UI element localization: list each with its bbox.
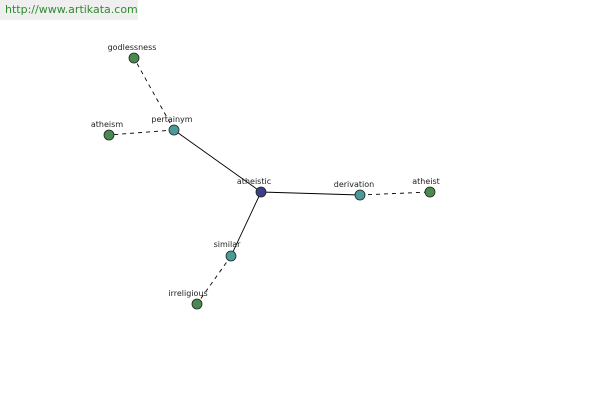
edge-atheistic-similar	[230, 191, 262, 257]
edge-similar-irreligious	[196, 255, 232, 305]
edge-atheistic-pertainym	[173, 129, 262, 193]
node-label-pertainym: pertainym	[151, 115, 192, 124]
node-derivation[interactable]	[354, 189, 366, 201]
node-similar[interactable]	[225, 250, 237, 262]
node-label-irreligious: irreligious	[168, 289, 207, 298]
node-pertainym[interactable]	[168, 124, 180, 136]
node-irreligious[interactable]	[191, 298, 203, 310]
node-label-similar: similar	[214, 240, 242, 249]
graph-edges	[108, 57, 431, 305]
node-label-godlessness: godlessness	[108, 43, 157, 52]
node-atheistic[interactable]	[255, 186, 267, 198]
node-label-atheist: atheist	[412, 177, 440, 186]
node-label-atheistic: atheistic	[237, 177, 271, 186]
edge-pertainym-atheism	[108, 129, 175, 136]
site-url-watermark[interactable]: http://www.artikata.com	[0, 0, 138, 20]
graph-labels: atheistic pertainym derivation similar godle…	[91, 43, 440, 298]
graph-nodes	[103, 52, 436, 310]
node-label-derivation: derivation	[334, 180, 374, 189]
edge-pertainym-godlessness	[133, 57, 175, 131]
edge-derivation-atheist	[359, 191, 431, 196]
node-godlessness[interactable]	[128, 52, 140, 64]
node-label-atheism: atheism	[91, 120, 123, 129]
node-atheist[interactable]	[424, 186, 436, 198]
node-atheism[interactable]	[103, 129, 115, 141]
edge-atheistic-derivation	[260, 191, 361, 196]
